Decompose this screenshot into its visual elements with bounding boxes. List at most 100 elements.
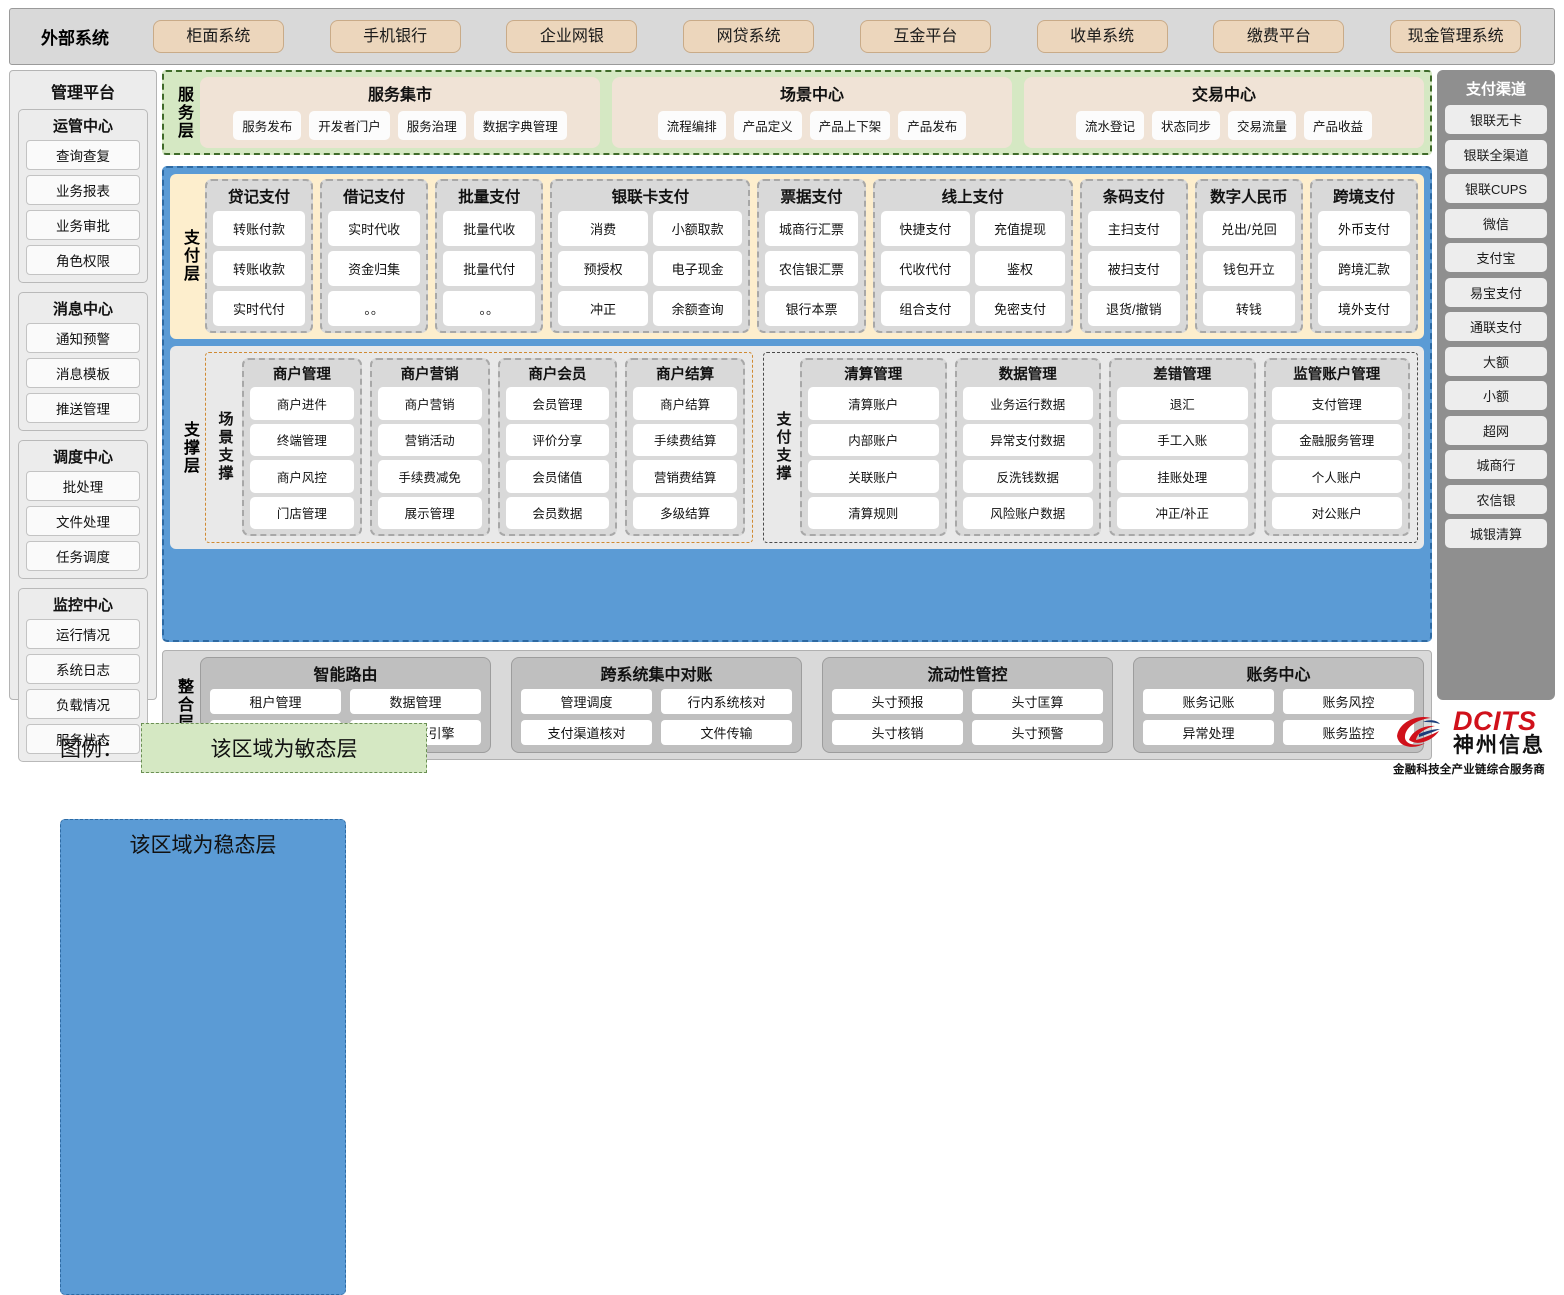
management-item[interactable]: 文件处理 (26, 506, 140, 536)
support-item-chip[interactable]: 退汇 (1117, 387, 1248, 420)
payment-item-chip[interactable]: 批量代付 (443, 251, 536, 286)
support-item-chip[interactable]: 商户结算 (633, 387, 737, 420)
payment-item-chip[interactable]: 组合支付 (880, 291, 971, 326)
support-item-chip[interactable]: 终端管理 (250, 423, 354, 456)
management-item[interactable]: 角色权限 (26, 245, 140, 275)
service-item-chip[interactable]: 服务发布 (233, 110, 302, 140)
support-item-chip[interactable]: 支付管理 (1271, 387, 1402, 420)
payment-item-chip[interactable]: 转钱 (1202, 291, 1295, 326)
service-item-chip[interactable]: 流程编排 (657, 110, 726, 140)
payment-item-chip[interactable]: 城商行汇票 (765, 211, 858, 246)
service-item-chip[interactable]: 产品上下架 (809, 110, 891, 140)
payment-channel-item[interactable]: 小额 (1445, 381, 1547, 410)
integration-item-chip[interactable]: 头寸核销 (832, 720, 963, 745)
payment-item-chip[interactable]: 跨境汇款 (1317, 251, 1411, 286)
support-item-chip[interactable]: 门店管理 (250, 496, 354, 529)
support-item-chip[interactable]: 对公账户 (1271, 496, 1402, 529)
payment-item-chip[interactable]: 退货/撤销 (1087, 291, 1180, 326)
payment-item-chip[interactable]: 充值提现 (975, 211, 1065, 246)
payment-item-chip[interactable]: 代收代付 (880, 251, 971, 286)
payment-item-chip[interactable]: 被扫支付 (1087, 251, 1180, 286)
payment-channel-item[interactable]: 易宝支付 (1445, 277, 1547, 307)
payment-channel-item[interactable]: 城商行 (1445, 450, 1547, 479)
payment-item-chip[interactable]: 小额取款 (652, 211, 743, 246)
payment-item-chip[interactable]: 农信银汇票 (765, 251, 858, 286)
external-system-chip[interactable]: 企业网银 (506, 19, 638, 54)
payment-item-chip[interactable]: 境外支付 (1317, 291, 1411, 326)
payment-item-chip[interactable]: 批量代收 (443, 211, 536, 246)
support-item-chip[interactable]: 会员管理 (505, 387, 610, 420)
payment-channel-item[interactable]: 银联无卡 (1445, 105, 1547, 134)
service-item-chip[interactable]: 产品收益 (1304, 110, 1373, 140)
payment-item-chip[interactable]: 消费 (558, 211, 648, 246)
payment-channel-item[interactable]: 城银清算 (1445, 519, 1547, 548)
service-item-chip[interactable]: 产品定义 (733, 110, 802, 140)
management-item[interactable]: 推送管理 (26, 393, 140, 423)
management-item[interactable]: 负载情况 (26, 689, 140, 719)
service-item-chip[interactable]: 开发者门户 (309, 110, 390, 140)
support-item-chip[interactable]: 反洗钱数据 (962, 460, 1093, 493)
payment-channel-item[interactable]: 微信 (1445, 208, 1547, 238)
support-item-chip[interactable]: 手续费减免 (377, 460, 482, 493)
support-item-chip[interactable]: 评价分享 (505, 423, 610, 456)
support-item-chip[interactable]: 会员数据 (505, 496, 610, 529)
support-item-chip[interactable]: 关联账户 (808, 460, 939, 493)
payment-item-chip[interactable]: 转账收款 (213, 251, 306, 286)
payment-item-chip[interactable]: 余额查询 (652, 291, 743, 326)
management-item[interactable]: 服务状态 (26, 724, 140, 754)
support-item-chip[interactable]: 挂账处理 (1117, 460, 1248, 493)
external-system-chip[interactable]: 互金平台 (859, 19, 991, 54)
payment-item-chip[interactable]: 电子现金 (652, 251, 743, 286)
integration-item-chip[interactable]: 数据管理 (350, 689, 481, 714)
service-item-chip[interactable]: 交易流量 (1228, 110, 1297, 140)
external-system-chip[interactable]: 收单系统 (1036, 19, 1168, 54)
payment-item-chip[interactable]: 鉴权 (975, 251, 1065, 286)
support-item-chip[interactable]: 风险账户数据 (962, 496, 1093, 529)
support-item-chip[interactable]: 商户风控 (250, 460, 354, 493)
support-item-chip[interactable]: 营销费结算 (633, 460, 737, 493)
management-item[interactable]: 消息模板 (26, 358, 140, 388)
management-item[interactable]: 任务调度 (26, 541, 140, 571)
management-item[interactable]: 系统日志 (26, 654, 140, 684)
service-item-chip[interactable]: 产品发布 (898, 110, 967, 140)
integration-item-chip[interactable]: 文件传输 (661, 720, 792, 745)
integration-item-chip[interactable]: 头寸预报 (832, 689, 963, 714)
support-item-chip[interactable]: 营销活动 (377, 423, 482, 456)
payment-channel-item[interactable]: 超网 (1445, 415, 1547, 445)
support-item-chip[interactable]: 冲正/补正 (1117, 496, 1248, 529)
support-item-chip[interactable]: 手工入账 (1117, 423, 1248, 456)
payment-channel-item[interactable]: 支付宝 (1445, 243, 1547, 272)
support-item-chip[interactable]: 会员储值 (505, 460, 610, 493)
integration-item-chip[interactable]: 账务监控 (1283, 720, 1414, 745)
support-item-chip[interactable]: 商户进件 (250, 387, 354, 420)
payment-item-chip[interactable]: 。。 (328, 291, 421, 326)
payment-channel-item[interactable]: 农信银 (1445, 484, 1547, 514)
integration-item-chip[interactable]: 租户管理 (210, 689, 341, 714)
external-system-chip[interactable]: 柜面系统 (152, 19, 284, 54)
integration-item-chip[interactable]: 管理调度 (521, 689, 652, 714)
service-item-chip[interactable]: 流水登记 (1075, 110, 1144, 140)
integration-item-chip[interactable]: 异常处理 (1143, 720, 1274, 745)
payment-item-chip[interactable]: 实时代收 (328, 211, 421, 246)
management-item[interactable]: 批处理 (26, 471, 140, 501)
support-item-chip[interactable]: 展示管理 (377, 496, 482, 529)
external-system-chip[interactable]: 现金管理系统 (1390, 19, 1522, 54)
payment-item-chip[interactable]: 银行本票 (765, 291, 858, 326)
payment-item-chip[interactable]: 免密支付 (975, 291, 1065, 326)
support-item-chip[interactable]: 商户营销 (377, 387, 482, 420)
support-item-chip[interactable]: 金融服务管理 (1271, 423, 1402, 456)
service-item-chip[interactable]: 状态同步 (1151, 110, 1220, 140)
service-item-chip[interactable]: 服务治理 (397, 110, 466, 140)
payment-item-chip[interactable]: 外币支付 (1317, 211, 1411, 246)
external-system-chip[interactable]: 缴费平台 (1213, 19, 1345, 54)
payment-item-chip[interactable]: 钱包开立 (1202, 251, 1295, 286)
payment-item-chip[interactable]: 实时代付 (213, 291, 306, 326)
payment-item-chip[interactable]: 。。 (443, 291, 536, 326)
payment-item-chip[interactable]: 兑出/兑回 (1202, 211, 1295, 246)
integration-item-chip[interactable]: 支付渠道核对 (521, 720, 652, 745)
management-item[interactable]: 查询查复 (26, 140, 140, 170)
management-item[interactable]: 业务报表 (26, 175, 140, 205)
integration-item-chip[interactable]: 头寸预警 (972, 720, 1103, 745)
support-item-chip[interactable]: 清算规则 (808, 496, 939, 529)
payment-channel-item[interactable]: 银联CUPS (1445, 174, 1547, 203)
